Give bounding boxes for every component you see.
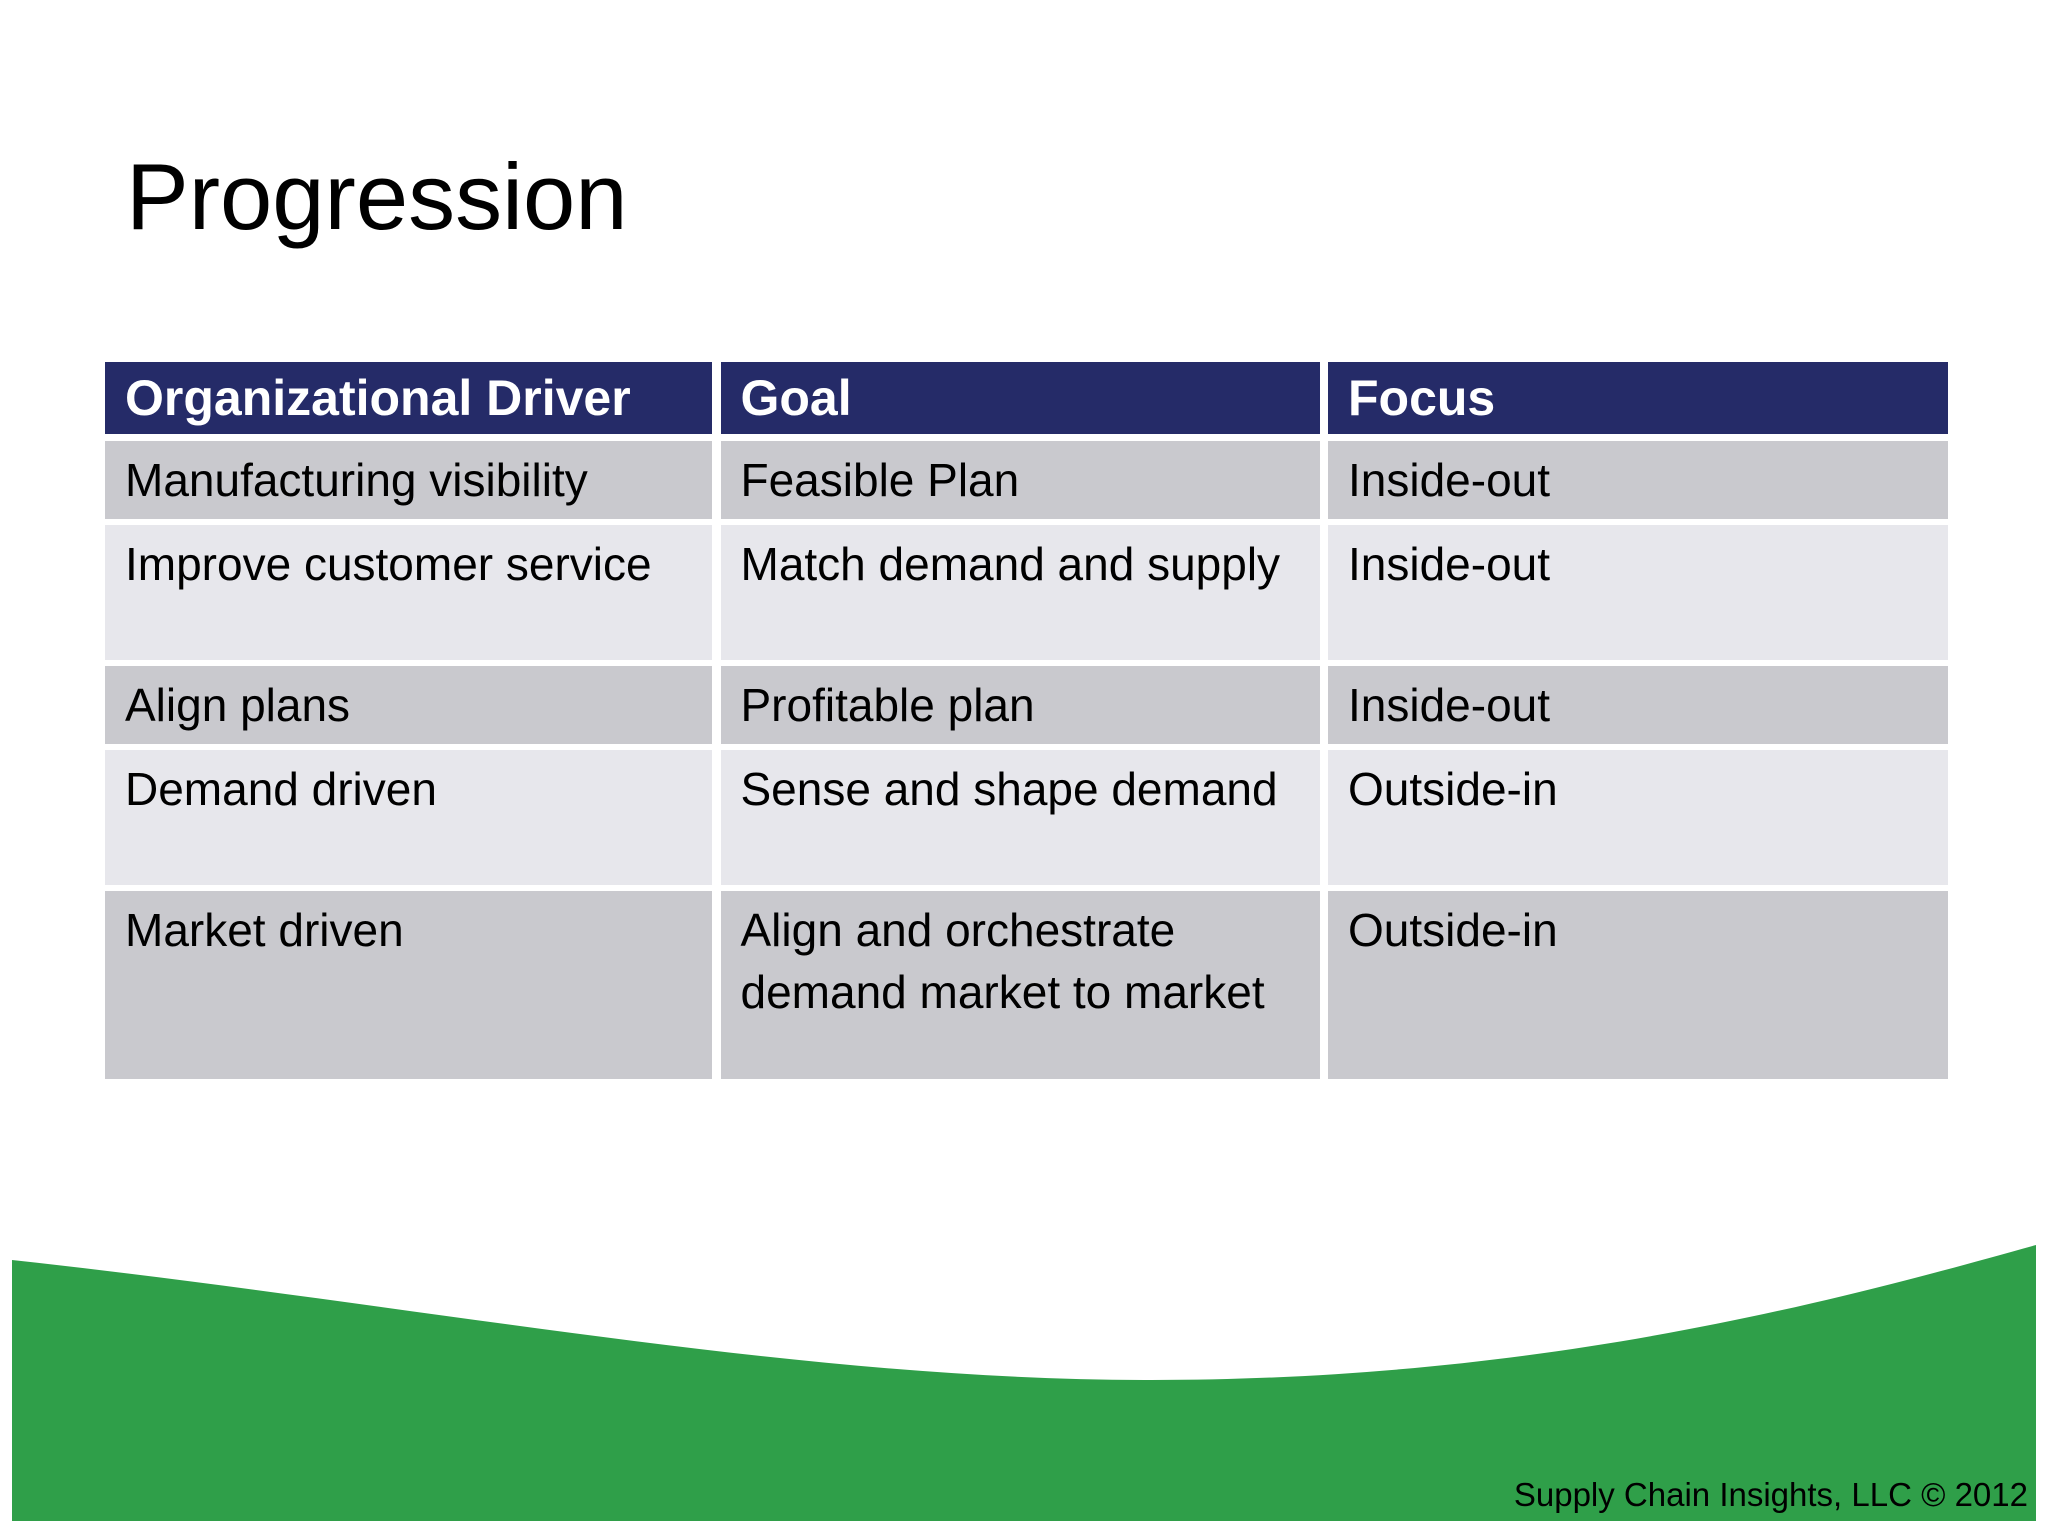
cell-driver: Align plans — [105, 662, 721, 750]
progression-table: Organizational Driver Goal Focus Manufac… — [105, 362, 1948, 1085]
cell-focus: Inside-out — [1324, 662, 1948, 750]
cell-driver: Demand driven — [105, 746, 721, 891]
cell-goal: Align and orchestrate demand market to m… — [716, 887, 1328, 1085]
cell-focus: Inside-out — [1324, 521, 1948, 666]
green-swoosh-shape — [12, 1245, 2036, 1521]
table-row: Manufacturing visibility Feasible Plan I… — [105, 437, 1948, 525]
table-row: Demand driven Sense and shape demand Out… — [105, 746, 1948, 891]
cell-driver: Manufacturing visibility — [105, 437, 721, 525]
cell-goal: Profitable plan — [716, 662, 1328, 750]
cell-goal: Match demand and supply — [716, 521, 1328, 666]
cell-driver: Improve customer service — [105, 521, 721, 666]
header-cell-organizational-driver: Organizational Driver — [105, 362, 721, 441]
header-cell-goal: Goal — [716, 362, 1328, 441]
table-row: Improve customer service Match demand an… — [105, 521, 1948, 666]
table-row: Market driven Align and orchestrate dema… — [105, 887, 1948, 1085]
cell-goal: Feasible Plan — [716, 437, 1328, 525]
cell-focus: Outside-in — [1324, 746, 1948, 891]
table-row: Align plans Profitable plan Inside-out — [105, 662, 1948, 750]
green-swoosh-path — [12, 1245, 2036, 1521]
slide-title: Progression — [126, 144, 628, 249]
cell-goal: Sense and shape demand — [716, 746, 1328, 891]
footer-credit: Supply Chain Insights, LLC © 2012 — [1513, 1476, 2028, 1513]
cell-focus: Outside-in — [1324, 887, 1948, 1085]
table-header-row: Organizational Driver Goal Focus — [105, 362, 1948, 441]
cell-driver: Market driven — [105, 887, 721, 1085]
cell-focus: Inside-out — [1324, 437, 1948, 525]
header-cell-focus: Focus — [1324, 362, 1948, 441]
